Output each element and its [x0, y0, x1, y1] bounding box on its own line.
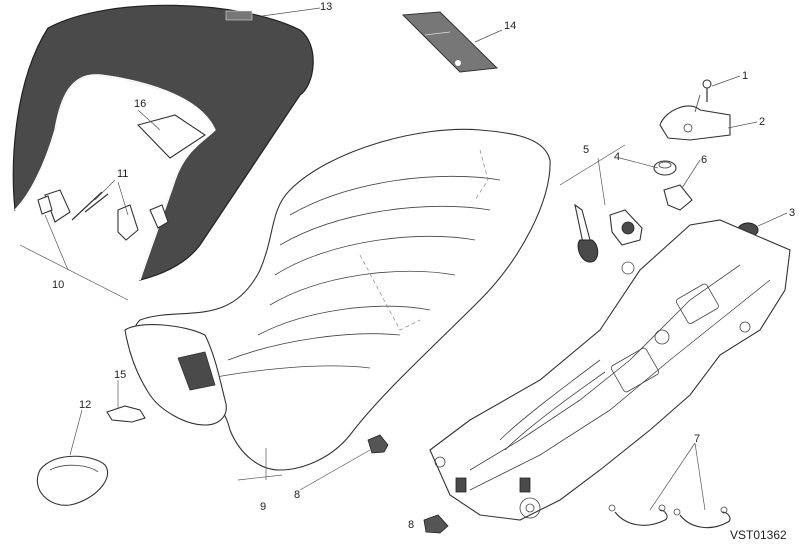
pad-part-16[interactable] — [136, 114, 206, 159]
callout-9: 9 — [260, 501, 266, 513]
callout-7: 7 — [694, 433, 700, 445]
latch-part-15[interactable] — [106, 405, 146, 423]
seat-cover-part-13[interactable] — [12, 4, 314, 281]
cable-part-7-left[interactable] — [608, 504, 668, 526]
latch-bracket-part-2[interactable] — [659, 94, 731, 141]
seat-front-part[interactable] — [124, 324, 227, 426]
callout-14: 14 — [504, 20, 516, 32]
callout-8-lower: 8 — [408, 519, 414, 531]
bolt-part-1[interactable] — [702, 79, 712, 102]
rear-subframe — [429, 219, 791, 521]
callout-15: 15 — [114, 369, 126, 381]
callout-11: 11 — [117, 168, 128, 180]
callout-3: 3 — [789, 207, 795, 219]
callout-8-upper: 8 — [294, 489, 300, 501]
rubber-stop-part-8-upper[interactable] — [367, 434, 389, 454]
callout-13: 13 — [320, 1, 332, 13]
callout-12: 12 — [79, 399, 91, 411]
leader-lines — [19, 7, 788, 525]
callout-4: 4 — [614, 151, 620, 163]
key-lock-part-5[interactable] — [574, 203, 643, 263]
bushing-part-6[interactable] — [663, 184, 693, 211]
callout-16: 16 — [134, 98, 146, 110]
grommet-part-4[interactable] — [653, 160, 677, 176]
rubber-pad-part-12[interactable] — [36, 455, 109, 506]
callout-10: 10 — [52, 279, 64, 291]
callout-6: 6 — [701, 154, 707, 166]
hinge-hardware-part-10[interactable] — [37, 189, 71, 223]
drawing-code: VST01362 — [730, 528, 787, 542]
cable-part-7-right[interactable] — [673, 506, 731, 529]
callout-1: 1 — [742, 70, 748, 82]
callout-5: 5 — [583, 144, 589, 156]
screws-part-11[interactable] — [71, 191, 169, 241]
callout-2: 2 — [759, 116, 765, 128]
plate-part-14[interactable] — [401, 11, 499, 73]
